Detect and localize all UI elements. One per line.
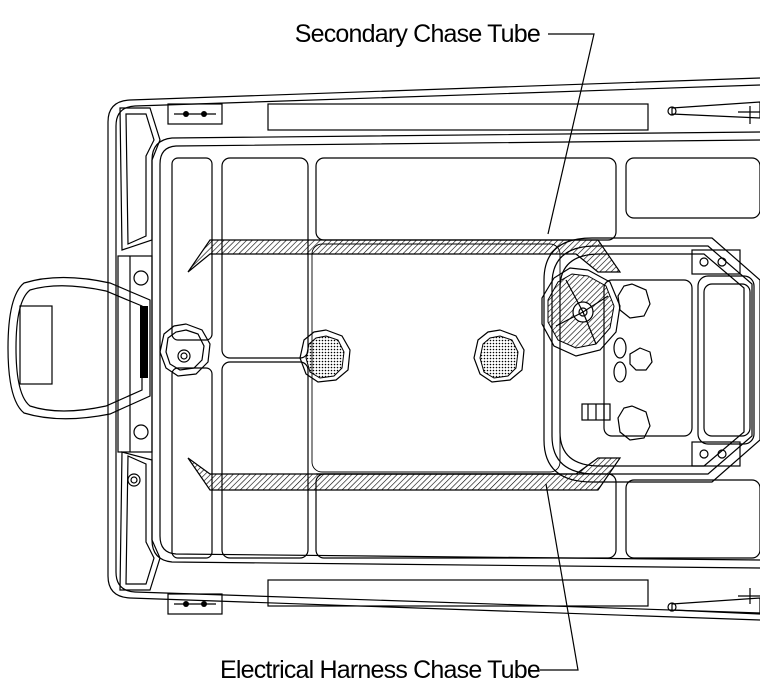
deck-compartments: [171, 157, 760, 559]
electrical-harness-chase-tube-label: Electrical Harness Chase Tube: [220, 656, 540, 684]
corner-pods: [119, 107, 161, 591]
leader-lines: [540, 33, 595, 671]
transom: [117, 255, 153, 487]
secondary-chase-tube-label: Secondary Chase Tube: [295, 20, 540, 48]
outboard-motor: [7, 276, 151, 420]
secondary-chase-tube: [187, 239, 622, 273]
top-rub-strip: [267, 103, 649, 131]
steering-wheel: [541, 267, 621, 357]
deck-hatches: [159, 323, 525, 383]
cleats: [167, 101, 760, 615]
bottom-rub-strip: [267, 579, 649, 607]
hull-outline: [107, 77, 760, 621]
